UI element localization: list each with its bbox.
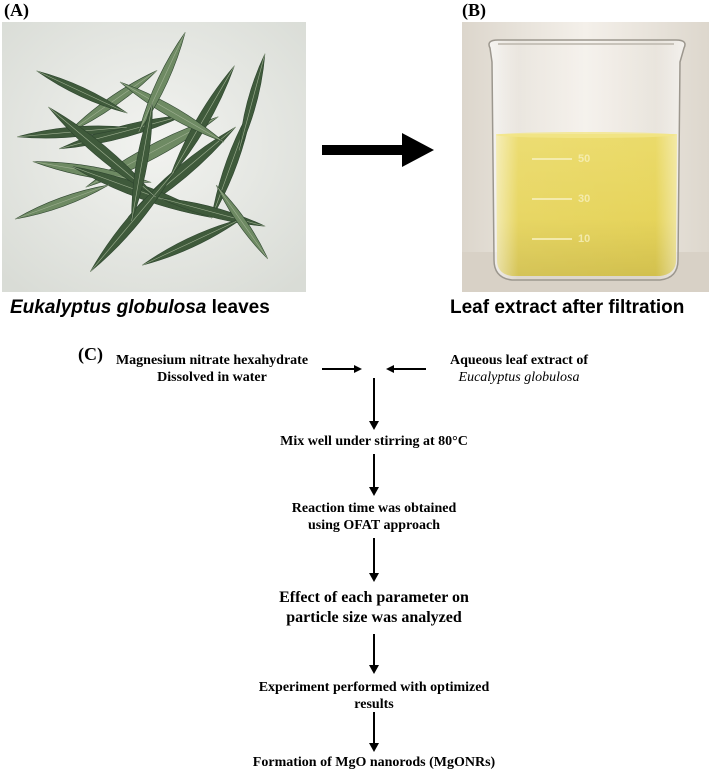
panel-a-caption: Eukalyptus globulosa leaves — [10, 297, 270, 319]
step-3-line-1: Effect of each parameter on — [279, 589, 469, 606]
step-4-line-1: Experiment performed with optimized — [258, 680, 490, 695]
leaf-vein — [89, 172, 175, 272]
leaf-vein — [119, 81, 225, 143]
panel-a-caption-rest: leaves — [206, 297, 270, 318]
leaf-vein — [36, 70, 128, 114]
step-2-line-1: Reaction time was obtained — [291, 501, 457, 516]
beaker-illustration: 50 30 10 — [462, 22, 709, 292]
leaf-vein — [142, 218, 242, 266]
panel-a-caption-species: Eukalyptus globulosa — [10, 297, 207, 318]
input-left-line-2: Dissolved in water — [157, 370, 267, 385]
right-arrow-icon — [322, 133, 434, 167]
leaf-vein — [169, 65, 235, 179]
arrow-head-left-input — [354, 365, 362, 373]
leaf-vein — [59, 114, 185, 150]
arrow-head-step-3 — [369, 573, 379, 582]
beaker-mark-30: 30 — [578, 193, 590, 205]
arrow-head-step-1 — [369, 421, 379, 430]
step-2-line-2: using OFAT approach — [307, 518, 440, 533]
input-right-line-2: Eucalyptus globulosa — [458, 370, 580, 385]
leaf-vein — [131, 102, 153, 222]
arrow-head-step-5 — [369, 743, 379, 752]
step-reaction-time: Reaction time was obtained using OFAT ap… — [224, 500, 524, 534]
step-5-line-1: Formation of MgO nanorods (MgONRs) — [252, 755, 496, 770]
step-3-line-2: particle size was analyzed — [286, 609, 462, 626]
input-magnesium-nitrate: Magnesium nitrate hexahydrate Dissolved … — [102, 352, 322, 386]
panel-c-label: (C) — [78, 344, 103, 364]
leaf-vein — [14, 184, 110, 220]
beaker-mark-10: 10 — [578, 233, 590, 245]
leaf-vein — [158, 197, 266, 227]
leaf-vein — [138, 32, 186, 132]
step-parameter-effect: Effect of each parameter on particle siz… — [214, 588, 534, 628]
panel-a-label: (A) — [4, 0, 29, 20]
panel-b-caption: Leaf extract after filtration — [450, 297, 685, 318]
input-left-line-1: Magnesium nitrate hexahydrate — [115, 353, 309, 368]
leaf-group — [14, 31, 269, 273]
panel-b-label: (B) — [462, 0, 486, 20]
beaker-glass — [488, 39, 686, 281]
leaf-extract-beaker-photo: 50 30 10 — [462, 22, 709, 292]
leaves-illustration — [2, 22, 306, 292]
leaf-vein — [238, 53, 266, 151]
leaf-vein — [215, 184, 269, 260]
input-leaf-extract: Aqueous leaf extract of Eucalyptus globu… — [428, 352, 610, 386]
step-mix-stirring: Mix well under stirring at 80°C — [224, 433, 524, 450]
arrow-head-step-4 — [369, 665, 379, 674]
step-1-line-1: Mix well under stirring at 80°C — [280, 434, 468, 449]
step-4-line-2: results — [354, 697, 394, 712]
step-mgo-nanorods: Formation of MgO nanorods (MgONRs) — [214, 754, 534, 771]
leaf-vein — [66, 70, 158, 134]
step-optimized-experiment: Experiment performed with optimized resu… — [214, 679, 534, 713]
beaker-mark-50: 50 — [578, 153, 590, 165]
input-right-line-1: Aqueous leaf extract of — [449, 353, 589, 368]
eucalyptus-leaves-photo — [2, 22, 306, 292]
arrow-head-right-input — [386, 365, 394, 373]
arrow-head-step-2 — [369, 487, 379, 496]
